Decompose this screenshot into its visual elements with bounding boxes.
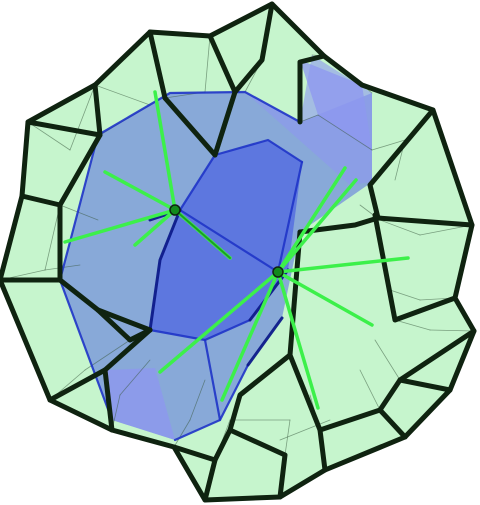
spoke-right <box>276 270 320 410</box>
mesh-edge <box>284 419 291 456</box>
mesh-edge <box>389 289 421 301</box>
cell-edge <box>162 95 218 158</box>
spoke-right <box>276 256 410 274</box>
cell-edge <box>207 1 275 95</box>
inner-face-bottom <box>105 368 175 440</box>
mesh-edge <box>279 419 331 441</box>
mesh-edge <box>371 139 406 151</box>
cell-edge <box>95 307 153 343</box>
mesh-edge <box>374 339 401 381</box>
spoke-left <box>153 90 177 212</box>
mesh-edge <box>359 369 381 411</box>
spoke-left <box>133 208 177 247</box>
inner-edge <box>178 208 280 274</box>
cell-edge <box>147 29 168 101</box>
hub-left <box>169 204 181 216</box>
spoke-link <box>174 209 231 259</box>
cell-edge <box>297 53 327 125</box>
mesh-edge <box>379 219 421 236</box>
cell-edge <box>212 89 238 158</box>
cell-edge <box>171 444 218 463</box>
cell-edge <box>377 377 453 440</box>
mesh-edge <box>119 359 151 396</box>
cell-edge <box>317 427 328 473</box>
mesh-edge <box>69 84 96 151</box>
cell-edge <box>372 212 458 323</box>
spoke-right <box>158 270 280 374</box>
spoke-hubs <box>169 204 284 278</box>
cell-edge <box>47 367 108 403</box>
mesh-edge <box>204 35 211 93</box>
cell-edge <box>375 215 475 228</box>
cell-edge <box>297 215 381 235</box>
inner-edge <box>276 160 304 274</box>
mesh-edge <box>299 114 319 123</box>
mesh-edge <box>27 121 71 151</box>
inner-edge-dark <box>246 316 284 367</box>
spoke-left <box>63 208 177 244</box>
green-spokes <box>63 90 410 410</box>
inner-edge <box>96 90 302 137</box>
spoke-right <box>276 270 374 327</box>
cell-edge <box>0 277 153 333</box>
mesh-edge <box>189 379 206 421</box>
cell-edge <box>57 132 103 283</box>
inner-face-right <box>300 60 372 150</box>
cell-edge <box>367 107 436 221</box>
inner-edge <box>213 138 304 164</box>
mesh-edge <box>59 204 99 221</box>
mesh-edge <box>429 329 475 332</box>
inner-edge <box>203 338 222 422</box>
spoke-right <box>276 166 347 274</box>
cell-edge <box>287 229 383 433</box>
mesh-edge <box>317 114 373 151</box>
spoke-right <box>276 178 358 274</box>
mesh-edge <box>394 319 431 331</box>
spoke-left <box>103 170 177 212</box>
mesh-edge <box>173 419 191 448</box>
inner-edge <box>178 153 217 212</box>
hub-right <box>272 266 284 278</box>
cell-edge <box>19 193 63 208</box>
cell-edge <box>227 352 293 433</box>
cell-edge <box>397 328 477 383</box>
mesh-edge <box>94 84 151 106</box>
spoke-right <box>220 270 280 402</box>
inner-edge-dark <box>148 208 182 332</box>
